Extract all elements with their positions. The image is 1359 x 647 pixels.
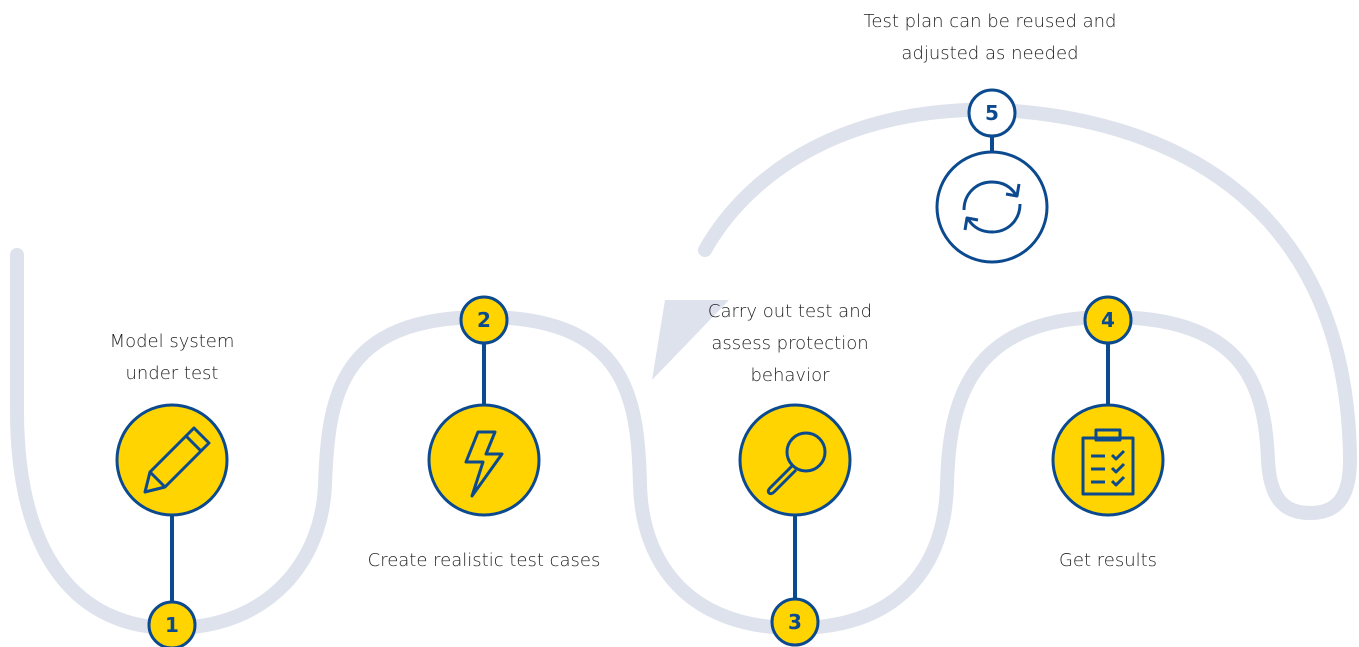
step-5-icon-circle [935, 150, 1049, 264]
svg-text:2: 2 [477, 308, 491, 332]
step-4-badge: 4 [1083, 295, 1133, 345]
process-path [10, 102, 1358, 636]
svg-text:3: 3 [788, 610, 802, 634]
step-2-icon-circle [427, 403, 541, 517]
step-3-icon-circle [738, 403, 852, 517]
pencil-icon [143, 426, 211, 494]
refresh-icon [962, 180, 1022, 234]
step-2-label: Create realistic test cases [367, 550, 601, 571]
step-3-badge: 3 [770, 597, 820, 647]
step-2-badge: 2 [459, 295, 509, 345]
step-5-badge: 5 [967, 88, 1017, 138]
step-4-label: Get results [1058, 550, 1158, 571]
svg-text:4: 4 [1101, 308, 1115, 332]
step-5-label: Test plan can be reused and adjusted as … [863, 11, 1117, 64]
arrowhead [652, 300, 729, 380]
step-1-badge: 1 [147, 600, 197, 647]
step-1-label: Model system under test [109, 331, 235, 384]
clipboard-checklist-icon [1081, 428, 1135, 496]
lightning-icon [464, 430, 504, 498]
step-4-icon-circle [1051, 403, 1165, 517]
magnifier-icon [766, 431, 827, 496]
step-3-label: Carry out test and assess protection beh… [707, 301, 873, 386]
step-1-icon-circle [115, 403, 229, 517]
svg-text:1: 1 [165, 613, 179, 637]
svg-text:5: 5 [985, 101, 999, 125]
